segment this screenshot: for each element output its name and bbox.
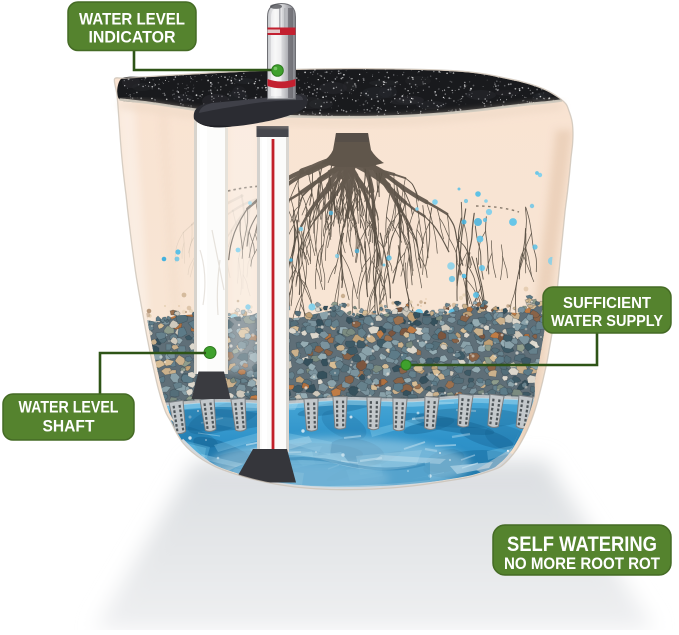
svg-text:WATER LEVEL: WATER LEVEL — [79, 11, 185, 29]
svg-text:WATER SUPPLY: WATER SUPPLY — [551, 313, 664, 330]
svg-text:NO MORE ROOT ROT: NO MORE ROOT ROT — [504, 554, 661, 573]
svg-text:SHAFT: SHAFT — [43, 418, 95, 436]
svg-text:SUFFICIENT: SUFFICIENT — [563, 295, 652, 312]
svg-text:INDICATOR: INDICATOR — [89, 29, 176, 47]
svg-text:SELF WATERING: SELF WATERING — [507, 533, 657, 556]
svg-text:WATER LEVEL: WATER LEVEL — [19, 399, 119, 417]
